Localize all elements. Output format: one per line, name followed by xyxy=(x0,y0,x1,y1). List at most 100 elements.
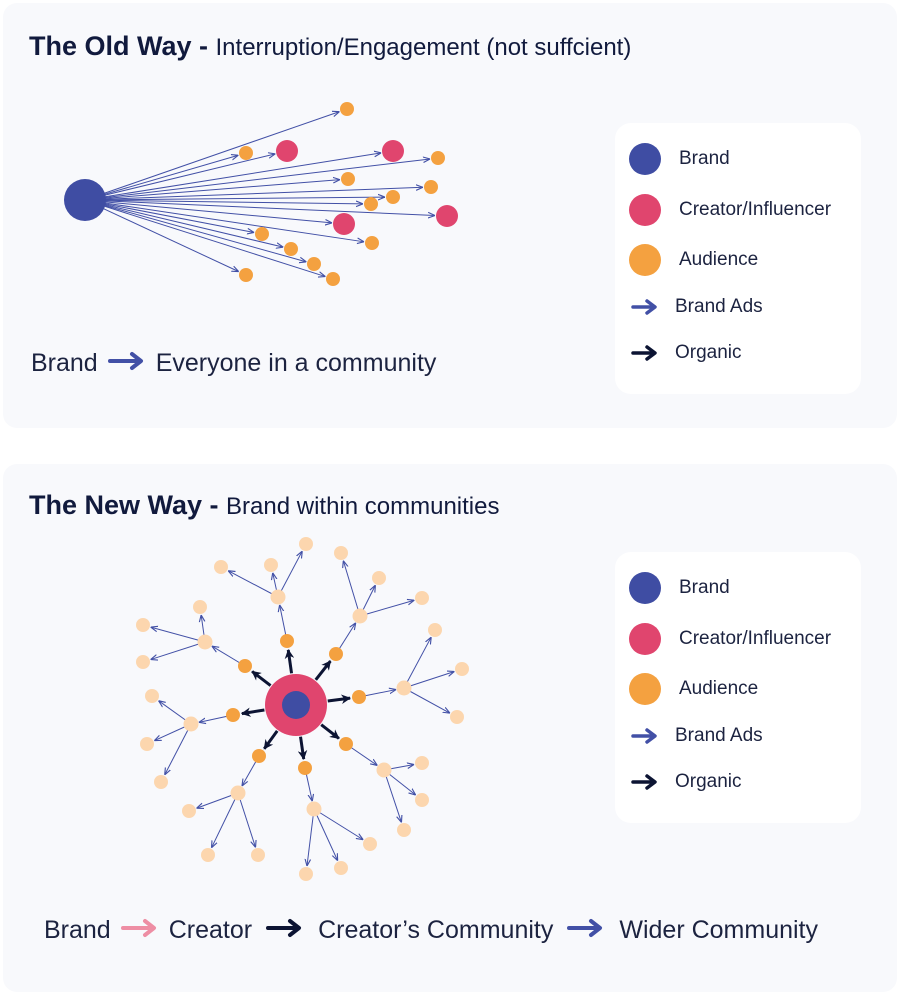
new-way-title-main: The New Way - xyxy=(29,490,227,520)
brand-ad-edge xyxy=(103,204,306,262)
legend-item: Organic xyxy=(629,335,742,371)
legend-item: Audience xyxy=(629,242,758,278)
audience-node xyxy=(340,102,354,116)
wider-audience-node xyxy=(415,591,429,605)
creator-node xyxy=(436,205,458,227)
audience-node xyxy=(252,749,266,763)
legend-item: Brand Ads xyxy=(629,289,763,325)
legend-arrow-icon xyxy=(629,291,661,323)
audience-node xyxy=(307,257,321,271)
wider-audience-node xyxy=(136,655,150,669)
legend-label: Creator/Influencer xyxy=(679,628,832,649)
audience-node xyxy=(352,690,366,704)
audience-node xyxy=(255,227,269,241)
caption-creator: Creator xyxy=(168,916,253,944)
brand-ad-edge xyxy=(307,808,315,866)
audience-node xyxy=(298,761,312,775)
new-way-caption: Brand Creator Creator’s Community Wider … xyxy=(44,916,818,945)
audience-node xyxy=(365,236,379,250)
organic-arrow-icon xyxy=(266,916,304,945)
brand-ad-edge xyxy=(151,627,206,643)
caption-brand: Brand xyxy=(44,916,111,944)
brand-ads-arrow-icon xyxy=(107,349,146,378)
legend-arrow-icon xyxy=(629,720,661,752)
new-way-diagram xyxy=(136,537,469,881)
brand-ad-edge xyxy=(103,154,275,197)
brand-ad-edge xyxy=(103,203,254,233)
brand-ad-edge xyxy=(403,671,454,689)
wider-audience-node xyxy=(363,837,377,851)
brand-ad-edge xyxy=(102,207,239,272)
brand-ad-edge xyxy=(103,187,423,200)
wider-audience-node xyxy=(140,737,154,751)
audience-node xyxy=(431,151,445,165)
wider-audience-node xyxy=(376,762,392,778)
audience-node xyxy=(226,708,240,722)
wider-audience-node xyxy=(145,689,159,703)
organic-edge xyxy=(327,694,352,704)
old-way-caption: Brand Everyone in a community xyxy=(31,349,436,378)
wider-audience-node xyxy=(334,546,348,560)
caption-brand: Brand xyxy=(31,349,98,377)
brand-ad-edge xyxy=(103,197,385,200)
brand-ad-edge xyxy=(165,723,192,775)
organic-edge xyxy=(284,648,295,674)
brand-ad-edge xyxy=(277,551,302,598)
brand-ad-edge xyxy=(103,200,435,216)
legend-label: Organic xyxy=(675,771,742,792)
wider-audience-node xyxy=(230,785,246,801)
brand-ad-edge xyxy=(343,561,361,617)
brand-ad-edge xyxy=(403,637,431,689)
brand-ad-edge xyxy=(102,112,339,195)
wider-audience-node xyxy=(264,558,278,572)
brand-ad-edge xyxy=(403,687,450,713)
audience-node xyxy=(424,180,438,194)
brand-ad-edge xyxy=(103,199,363,204)
wider-audience-node xyxy=(201,848,215,862)
audience-node xyxy=(326,272,340,286)
old-way-panel: The Old Way - Interruption/Engagement (n… xyxy=(3,3,897,428)
brand-ad-edge xyxy=(383,769,401,822)
legend-arrow-icon xyxy=(629,766,661,798)
wider-audience-node xyxy=(270,589,286,605)
brand-ad-edge xyxy=(151,641,206,660)
wider-audience-node xyxy=(396,680,412,696)
caption-creators-community: Creator’s Community xyxy=(318,916,554,944)
organic-edge xyxy=(297,736,308,761)
audience-node xyxy=(280,634,294,648)
wider-audience-node xyxy=(334,861,348,875)
legend-item: Brand xyxy=(629,141,730,177)
legend-label: Organic xyxy=(675,342,742,363)
wider-audience-node xyxy=(251,848,265,862)
creator-arrow-icon xyxy=(120,916,159,945)
legend-label: Brand xyxy=(679,148,730,169)
brand-ad-edge xyxy=(103,201,332,223)
legend-arrow-icon xyxy=(629,337,661,369)
legend-item: Creator/Influencer xyxy=(629,621,831,657)
legend-swatch xyxy=(629,244,661,276)
wider-audience-node xyxy=(193,600,207,614)
audience-node xyxy=(238,659,252,673)
brand-ad-edge xyxy=(102,205,325,277)
legend-item: Audience xyxy=(629,671,758,707)
creator-node xyxy=(276,140,298,162)
legend-label: Brand Ads xyxy=(675,296,763,317)
old-way-title-main: The Old Way - xyxy=(29,31,216,61)
legend-label: Brand Ads xyxy=(675,725,763,746)
old-way-title: The Old Way - Interruption/Engagement (n… xyxy=(29,31,631,62)
legend-label: Audience xyxy=(679,249,759,270)
legend-label: Creator/Influencer xyxy=(679,199,832,220)
brand-ads-arrow-icon xyxy=(567,916,605,945)
brand-ad-edge xyxy=(237,792,256,847)
audience-node xyxy=(339,737,353,751)
legend-item: Brand Ads xyxy=(629,718,763,754)
wider-audience-node xyxy=(299,537,313,551)
old-way-title-sub: Interruption/Engagement (not suffcient) xyxy=(215,34,632,61)
organic-edge xyxy=(240,707,265,717)
brand-ad-edge xyxy=(211,792,239,848)
organic-edge xyxy=(251,670,272,687)
wider-audience-node xyxy=(428,623,442,637)
audience-node xyxy=(386,190,400,204)
